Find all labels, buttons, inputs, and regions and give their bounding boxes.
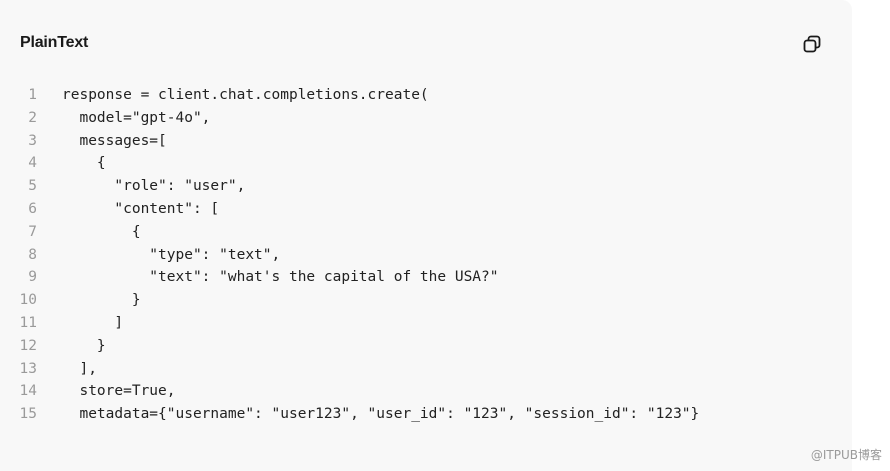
code-line: 10 }: [0, 289, 699, 312]
line-number: 8: [28, 246, 37, 263]
copy-button[interactable]: [800, 32, 824, 56]
code-text: store=True,: [62, 383, 176, 400]
code-line: 5 "role": "user",: [0, 175, 699, 198]
code-line: 7 {: [0, 221, 699, 244]
watermark: @ITPUB博客: [810, 448, 882, 462]
line-number: 14: [19, 383, 37, 400]
line-number: 9: [28, 269, 37, 286]
code-line: 14 store=True,: [0, 380, 699, 403]
code-line: 15 metadata={"username": "user123", "use…: [0, 403, 700, 426]
code-area: 1 response = client.chat.completions.cre…: [0, 84, 700, 426]
line-number: 6: [28, 200, 37, 217]
line-number: 5: [28, 178, 37, 195]
code-line: 6 "content": [: [0, 198, 699, 221]
code-text: ]: [62, 314, 124, 331]
code-line: 8 "type": "text",: [0, 244, 699, 267]
line-number: 15: [19, 406, 37, 423]
code-text: messages=[: [62, 132, 167, 149]
code-line: 1 response = client.chat.completions.cre…: [0, 84, 699, 107]
line-number: 3: [28, 132, 37, 149]
line-number: 10: [19, 292, 37, 309]
code-line: 9 "text": "what's the capital of the USA…: [0, 266, 699, 289]
code-text: "role": "user",: [62, 178, 246, 195]
code-text: {: [62, 155, 106, 172]
code-block-card: PlainText 1 response = client.chat.compl…: [0, 32, 824, 426]
code-text: ],: [62, 360, 97, 377]
code-text: }: [62, 337, 106, 354]
code-line: 13 ],: [0, 358, 699, 381]
code-line: 2 model="gpt-4o",: [0, 107, 699, 130]
line-number: 12: [19, 337, 37, 354]
code-line: 11 ]: [0, 312, 699, 335]
code-text: "type": "text",: [62, 246, 281, 263]
code-line: 12 }: [0, 335, 699, 358]
line-number: 4: [28, 155, 37, 172]
code-text: model="gpt-4o",: [62, 109, 211, 126]
line-number: 11: [19, 314, 37, 331]
code-text: metadata={"username": "user123", "user_i…: [62, 406, 700, 423]
copy-icon: [803, 35, 821, 53]
code-text: "content": [: [62, 200, 220, 217]
code-text: response = client.chat.completions.creat…: [62, 87, 429, 103]
line-number: 7: [28, 223, 37, 240]
code-language-label: PlainText: [20, 34, 89, 51]
line-number: 13: [19, 360, 37, 377]
line-number: 1: [28, 87, 37, 103]
code-text: }: [62, 292, 141, 309]
line-number: 2: [28, 109, 37, 126]
code-text: {: [62, 223, 141, 240]
code-text: "text": "what's the capital of the USA?": [62, 269, 499, 286]
code-line: 4 {: [0, 152, 699, 175]
code-line: 3 messages=[: [0, 130, 699, 153]
